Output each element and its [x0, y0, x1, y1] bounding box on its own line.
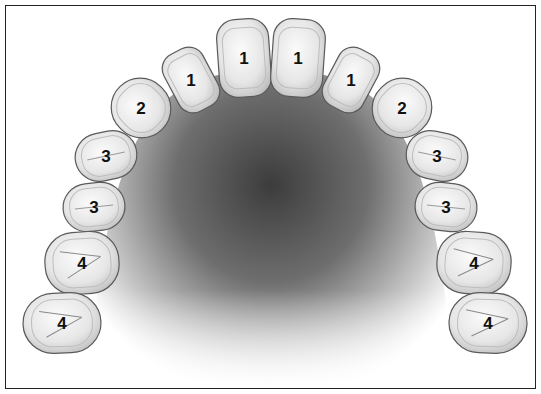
- tooth-rim: [457, 298, 519, 347]
- tooth: 4: [448, 292, 528, 354]
- tooth-number: 1: [346, 72, 355, 89]
- tooth-rim: [68, 186, 120, 229]
- tooth-rim: [221, 26, 266, 90]
- tooth: 1: [328, 47, 374, 113]
- tooth-number: 4: [77, 255, 86, 272]
- tooth-number: 1: [239, 50, 248, 67]
- occlusal-groove: [452, 249, 494, 279]
- tooth-rim: [443, 237, 504, 290]
- occlusal-groove: [39, 310, 82, 338]
- tooth-number: 3: [101, 148, 110, 165]
- palate-fade: [60, 290, 480, 388]
- tooth-crown: [435, 229, 513, 296]
- tooth: 3: [405, 131, 469, 181]
- tooth-crown: [269, 17, 326, 98]
- tooth: 1: [271, 18, 325, 98]
- tooth-number: 1: [186, 72, 195, 89]
- tooth-number: 4: [483, 315, 492, 332]
- tooth-rim: [78, 132, 133, 179]
- tooth-number: 3: [432, 148, 441, 165]
- tooth: 3: [74, 131, 138, 181]
- tooth: 1: [217, 18, 271, 98]
- tooth-rim: [31, 298, 93, 347]
- tooth-crown: [61, 180, 128, 234]
- tooth: 2: [372, 77, 432, 139]
- tooth: 2: [111, 77, 171, 139]
- tooth-crown: [448, 292, 528, 355]
- tooth-crown: [215, 17, 272, 98]
- tooth-rim: [164, 50, 218, 111]
- tooth-number: 3: [441, 199, 450, 216]
- tooth-crown: [71, 126, 142, 186]
- tooth-rim: [275, 26, 320, 90]
- tooth: 4: [44, 231, 120, 295]
- tooth-rim: [324, 50, 378, 111]
- tooth-number: 4: [57, 315, 66, 332]
- tooth-number: 1: [293, 50, 302, 67]
- tooth-number: 4: [469, 255, 478, 272]
- tooth: 4: [436, 231, 512, 295]
- tooth-number: 3: [89, 199, 98, 216]
- tooth-crown: [43, 229, 121, 296]
- tooth: 3: [62, 182, 126, 232]
- tooth-rim: [409, 132, 464, 179]
- tooth-number: 2: [136, 100, 145, 117]
- tooth-crown: [22, 292, 102, 355]
- tooth: 1: [168, 47, 214, 113]
- tooth-rim: [51, 237, 112, 290]
- tooth: 3: [414, 182, 478, 232]
- frame: [6, 6, 536, 389]
- tooth-crown: [413, 180, 480, 234]
- occlusal-groove: [465, 310, 508, 338]
- tooth-rim: [420, 186, 472, 229]
- tooth-number: 2: [397, 100, 406, 117]
- tooth-crown: [402, 126, 473, 186]
- occlusal-groove: [60, 249, 102, 279]
- tooth: 4: [22, 292, 102, 354]
